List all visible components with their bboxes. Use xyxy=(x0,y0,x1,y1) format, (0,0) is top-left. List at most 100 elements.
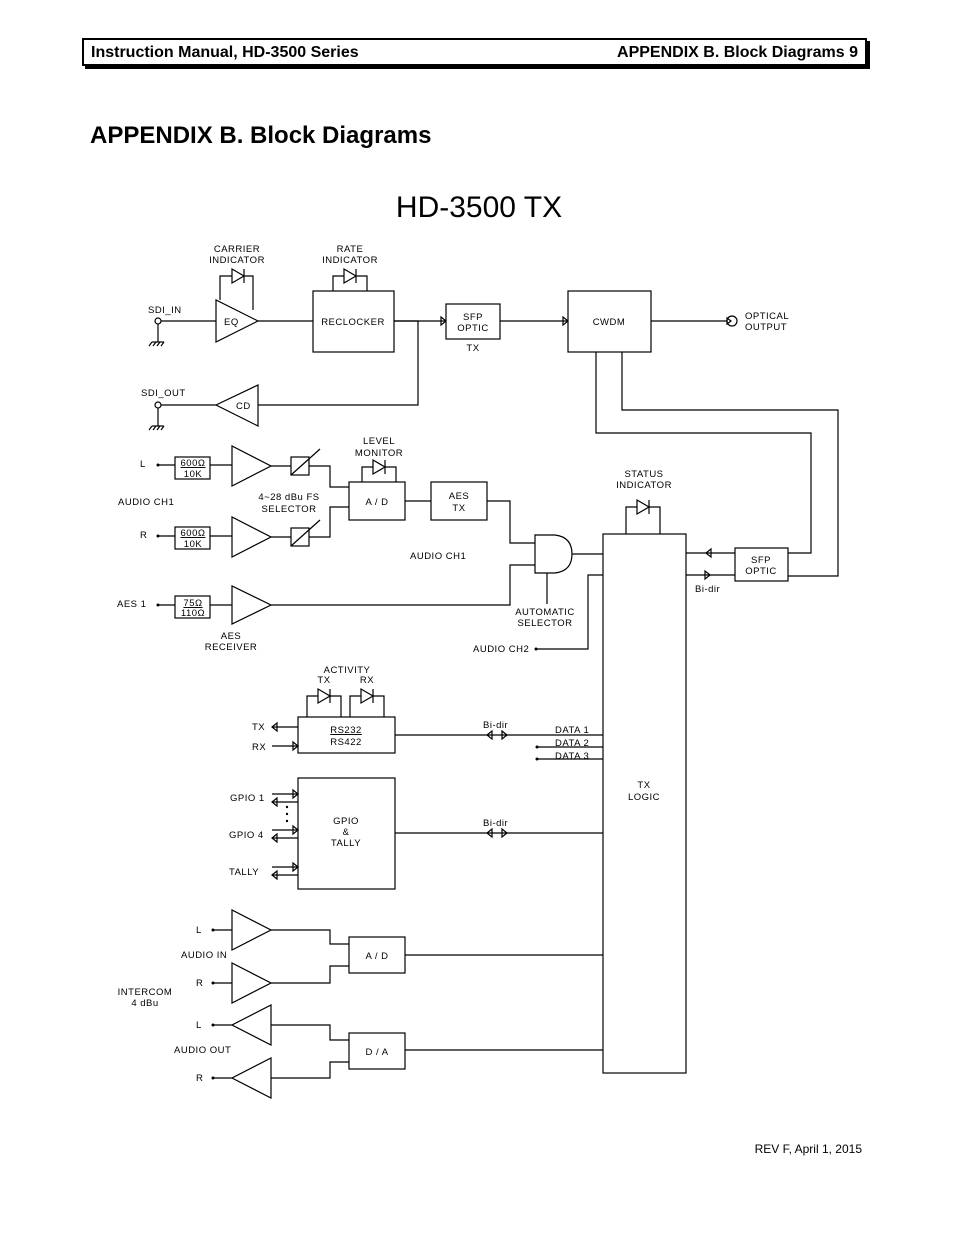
sfp-optic-tx-block xyxy=(445,303,501,340)
gpio4-label: GPIO 4 xyxy=(229,830,264,841)
intercom-label-1: INTERCOM xyxy=(118,987,173,998)
r-pad-top: 600Ω xyxy=(181,528,206,539)
r-pad-block xyxy=(174,526,211,550)
reclocker-label: RECLOCKER xyxy=(321,317,385,328)
audio-ch2-label: AUDIO CH2 xyxy=(473,644,529,655)
intercom-out-r-driver xyxy=(230,1057,272,1099)
gpio4-bidir-arrows-icon xyxy=(271,824,299,844)
selector-label-1: 4~28 dBu FS xyxy=(258,492,319,503)
tx-logic-label-2: LOGIC xyxy=(628,792,660,803)
data1-label: DATA 1 xyxy=(555,725,589,736)
intercom-da-label: D / A xyxy=(365,1047,388,1058)
aes-pad-top: 75Ω xyxy=(183,598,202,609)
rate-led-icon xyxy=(332,267,368,291)
sdi-in-connector-icon xyxy=(148,317,216,347)
rs-bidir-label: Bi-dir xyxy=(483,720,508,731)
aes-tx-label-1: AES xyxy=(449,491,470,502)
cd-label: CD xyxy=(236,401,251,412)
aes-receiver-amplifier xyxy=(231,585,273,625)
intercom-out-l-driver xyxy=(230,1004,272,1046)
rs422-label: RS422 xyxy=(330,737,362,748)
intercom-label-2: 4 dBu xyxy=(131,998,158,1009)
gpio1-bidir-arrows-icon xyxy=(271,788,299,808)
level-monitor-label-2: MONITOR xyxy=(355,448,403,459)
gpio-bidir-arrows-icon xyxy=(486,827,508,839)
sfp-optic-tx-label-2: OPTIC xyxy=(457,323,489,334)
intercom-ad-label: A / D xyxy=(365,951,388,962)
automatic-selector-label-1: AUTOMATIC xyxy=(515,607,575,618)
carrier-indicator-label-2: INDICATOR xyxy=(209,255,265,266)
optical-output-label-2: OUTPUT xyxy=(745,322,787,333)
automatic-selector-label-2: SELECTOR xyxy=(517,618,572,629)
audio-ch1-mid-label: AUDIO CH1 xyxy=(410,551,466,562)
intercom-in-l-label: L xyxy=(196,925,202,936)
intercom-out-r-label: R xyxy=(196,1073,203,1084)
audio-ch1-ad-label: A / D xyxy=(365,497,388,508)
sdi-in-label: SDI_IN xyxy=(148,305,182,316)
revision-footer: REV F, April 1, 2015 xyxy=(754,1142,862,1156)
optical-output-connector-icon xyxy=(726,315,738,327)
status-indicator-label-1: STATUS xyxy=(624,469,663,480)
l-pad-top: 600Ω xyxy=(181,458,206,469)
tx-logic-block xyxy=(602,533,687,1074)
intercom-in-l-amplifier xyxy=(231,909,273,951)
eq-amplifier: EQ xyxy=(215,299,260,343)
aes-pad-block xyxy=(174,595,211,619)
cwdm-label: CWDM xyxy=(593,317,626,328)
intercom-da-block xyxy=(348,1032,406,1070)
sdi-out-label: SDI_OUT xyxy=(141,388,186,399)
gpio-block-label-2: & xyxy=(343,827,350,838)
aes-tx-label-2: TX xyxy=(452,503,465,514)
aes-pad-bottom: 110Ω xyxy=(181,608,205,619)
aes1-label: AES 1 xyxy=(117,599,146,610)
intercom-out-l-label: L xyxy=(196,1020,202,1031)
activity-tx-led-icon xyxy=(306,687,342,717)
rs232-label: RS232 xyxy=(330,725,362,736)
audio-ch1-ad-block xyxy=(348,481,406,521)
header-manual-title: Instruction Manual, HD-3500 Series xyxy=(91,44,359,61)
gpio-bidir-label: Bi-dir xyxy=(483,818,508,829)
activity-label: ACTIVITY xyxy=(324,665,371,676)
audio-ch1-left-label: AUDIO CH1 xyxy=(118,497,174,508)
activity-tx-label: TX xyxy=(317,675,330,686)
audio-out-label: AUDIO OUT xyxy=(174,1045,231,1056)
intercom-in-r-label: R xyxy=(196,978,203,989)
l-pad-block xyxy=(174,456,211,480)
tally-label: TALLY xyxy=(229,867,259,878)
rs-bidir-arrows-icon xyxy=(486,729,508,741)
automatic-selector-gate xyxy=(534,534,603,574)
r-pad-bottom: 10K xyxy=(184,539,203,550)
data2-label: DATA 2 xyxy=(555,738,589,749)
tx-logic-label-1: TX xyxy=(637,780,650,791)
sfp-bidir-label: Bi-dir xyxy=(695,584,720,595)
optical-output-label-1: OPTICAL xyxy=(745,311,789,322)
carrier-indicator-label-1: CARRIER xyxy=(214,244,260,255)
l-input-amplifier xyxy=(231,445,273,487)
page-header: Instruction Manual, HD-3500 Series APPEN… xyxy=(82,38,867,66)
activity-rx-label: RX xyxy=(360,675,374,686)
rate-indicator-label-1: RATE xyxy=(337,244,364,255)
r-gain-selector-icon xyxy=(290,519,321,547)
diagram-title: HD-3500 TX xyxy=(396,191,562,224)
audio-in-label: AUDIO IN xyxy=(181,950,227,961)
sfp-optic-rx-label-1: SFP xyxy=(751,555,771,566)
sfp-optic-tx-label-1: SFP xyxy=(463,312,483,323)
header-section-page: APPENDIX B. Block Diagrams 9 xyxy=(617,44,858,61)
intercom-in-r-amplifier xyxy=(231,962,273,1004)
sdi-out-connector-icon xyxy=(148,401,216,431)
carrier-led-icon xyxy=(219,267,254,310)
rate-indicator-label-2: INDICATOR xyxy=(322,255,378,266)
selector-label-2: SELECTOR xyxy=(261,504,316,515)
tally-bidir-arrows-icon xyxy=(271,861,299,881)
level-monitor-label-1: LEVEL xyxy=(363,436,395,447)
cwdm-block xyxy=(567,290,652,353)
sfp-tx-label: TX xyxy=(466,343,479,354)
audio-ch1-r-label: R xyxy=(140,530,147,541)
data3-label: DATA 3 xyxy=(555,751,589,762)
l-gain-selector-icon xyxy=(290,448,321,476)
cd-driver: CD xyxy=(214,384,259,427)
level-monitor-led-icon xyxy=(361,458,397,482)
aes-tx-block xyxy=(430,481,488,521)
page-title: APPENDIX B. Block Diagrams xyxy=(90,122,432,149)
